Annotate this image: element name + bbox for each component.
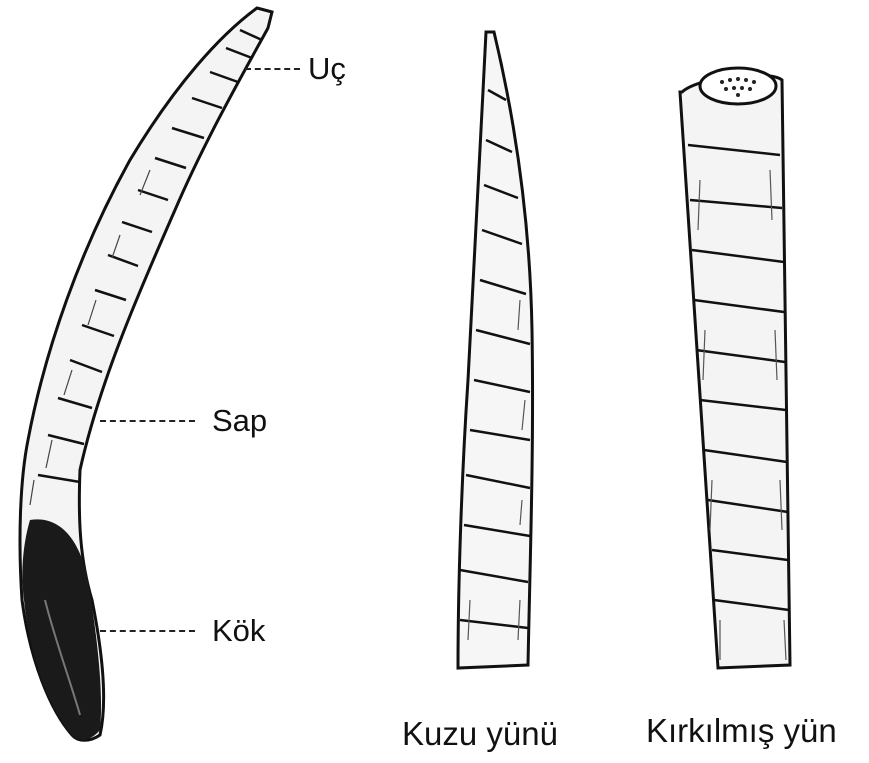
lamb-wool-drawing [458, 32, 533, 668]
shorn-wool-drawing [680, 68, 790, 668]
tip-label: Uç [308, 53, 346, 84]
shorn-wool-caption: Kırkılmış yün [646, 714, 837, 747]
shaft-label: Sap [212, 405, 267, 436]
lamb-wool-caption: Kuzu yünü [402, 717, 558, 750]
shaft-leader-line [100, 420, 195, 422]
root-dark-region [22, 519, 101, 739]
root-leader-line [100, 630, 195, 632]
cut-end-cross-section [700, 68, 776, 104]
shorn-wool-outline [680, 75, 790, 668]
tip-leader-line [245, 68, 300, 70]
root-label: Kök [212, 615, 265, 646]
